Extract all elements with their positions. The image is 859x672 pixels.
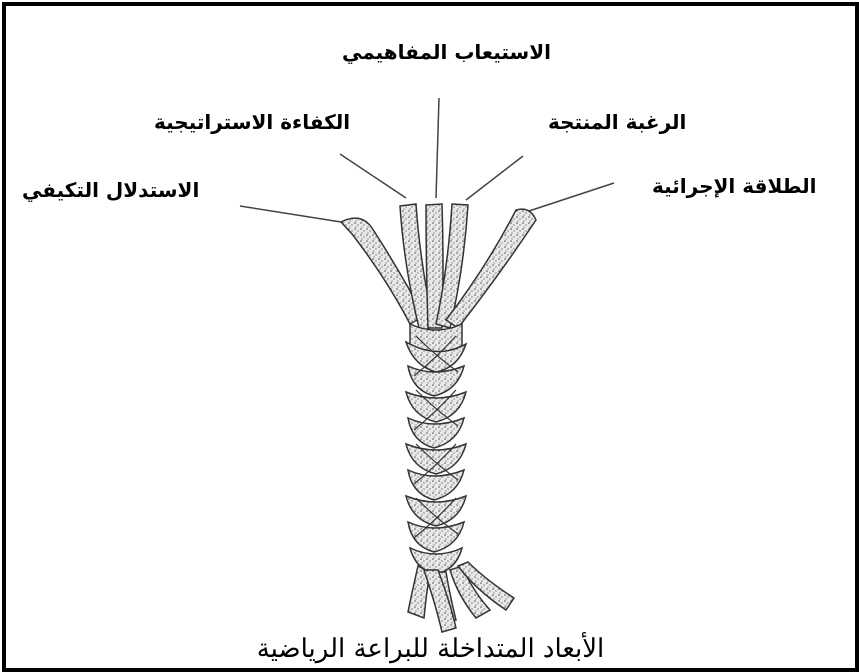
rope-ends: [408, 562, 514, 632]
label-conceptual-understanding: الاستيعاب المفاهيمي: [342, 42, 551, 62]
leader-line-conceptual: [436, 98, 439, 198]
label-productive-disposition: الرغبة المنتجة: [548, 112, 686, 132]
leader-line-productive: [466, 156, 523, 200]
leader-line-procedural: [526, 183, 614, 212]
label-adaptive-reasoning: الاستدلال التكيفي: [22, 180, 199, 200]
figure-caption: الأبعاد المتداخلة للبراعة الرياضية: [6, 636, 855, 662]
braided-rope-diagram: [6, 6, 855, 668]
label-strategic-competence: الكفاءة الاستراتيجية: [154, 112, 350, 132]
label-procedural-fluency: الطلاقة الإجرائية: [652, 176, 816, 196]
leader-line-adaptive: [240, 206, 341, 222]
leader-line-strategic: [340, 154, 406, 198]
